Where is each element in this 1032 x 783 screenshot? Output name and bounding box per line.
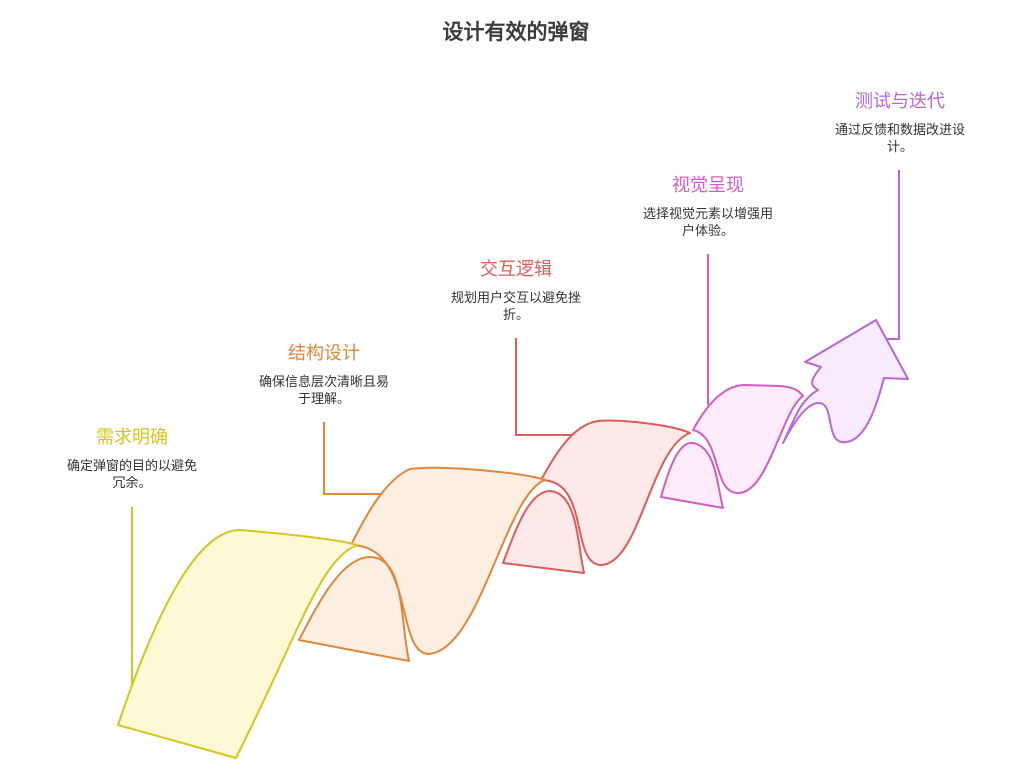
step-3-desc-line2: 折。 [502, 308, 529, 323]
step-1-title: 需求明确 [96, 427, 168, 448]
connector-3 [515, 338, 573, 436]
step-2-ribbon [298, 466, 546, 662]
step-1-desc-line2: 冗余。 [112, 476, 152, 491]
step-3-ribbon [502, 419, 691, 574]
step-2-desc-line1: 确保信息层次清晰且易 [258, 375, 389, 390]
step-4-desc-line2: 户体验。 [681, 224, 734, 239]
page-title: 设计有效的弹窗 [442, 20, 590, 44]
step-2-desc-line2: 于理解。 [297, 392, 350, 407]
step-3-desc-line1: 规划用户交互以避免挫 [450, 291, 581, 306]
step-1-desc-line1: 确定弹窗的目的以避免 [66, 459, 197, 474]
step-5-title: 测试与迭代 [855, 91, 945, 112]
step-4-ribbon [660, 384, 804, 509]
step-5-desc: 通过反馈和数据改进设 计。 [810, 122, 990, 156]
step-4-desc-line1: 选择视觉元素以增强用 [642, 207, 773, 222]
step-5-ribbon [782, 319, 909, 444]
connector-5 [885, 170, 900, 340]
connector-2 [323, 422, 384, 495]
step-5-desc-line1: 通过反馈和数据改进设 [834, 123, 965, 138]
step-2-desc: 确保信息层次清晰且易 于理解。 [234, 374, 414, 408]
step-4-desc: 选择视觉元素以增强用 户体验。 [618, 206, 798, 240]
step-3-desc: 规划用户交互以避免挫 折。 [426, 290, 606, 324]
step-2-title: 结构设计 [288, 343, 360, 364]
step-4-title: 视觉呈现 [672, 175, 744, 196]
step-1-desc: 确定弹窗的目的以避免 冗余。 [42, 458, 222, 492]
step-5-desc-line2: 计。 [886, 140, 913, 155]
step-3-title: 交互逻辑 [480, 259, 552, 280]
step-1-ribbon [117, 529, 358, 759]
